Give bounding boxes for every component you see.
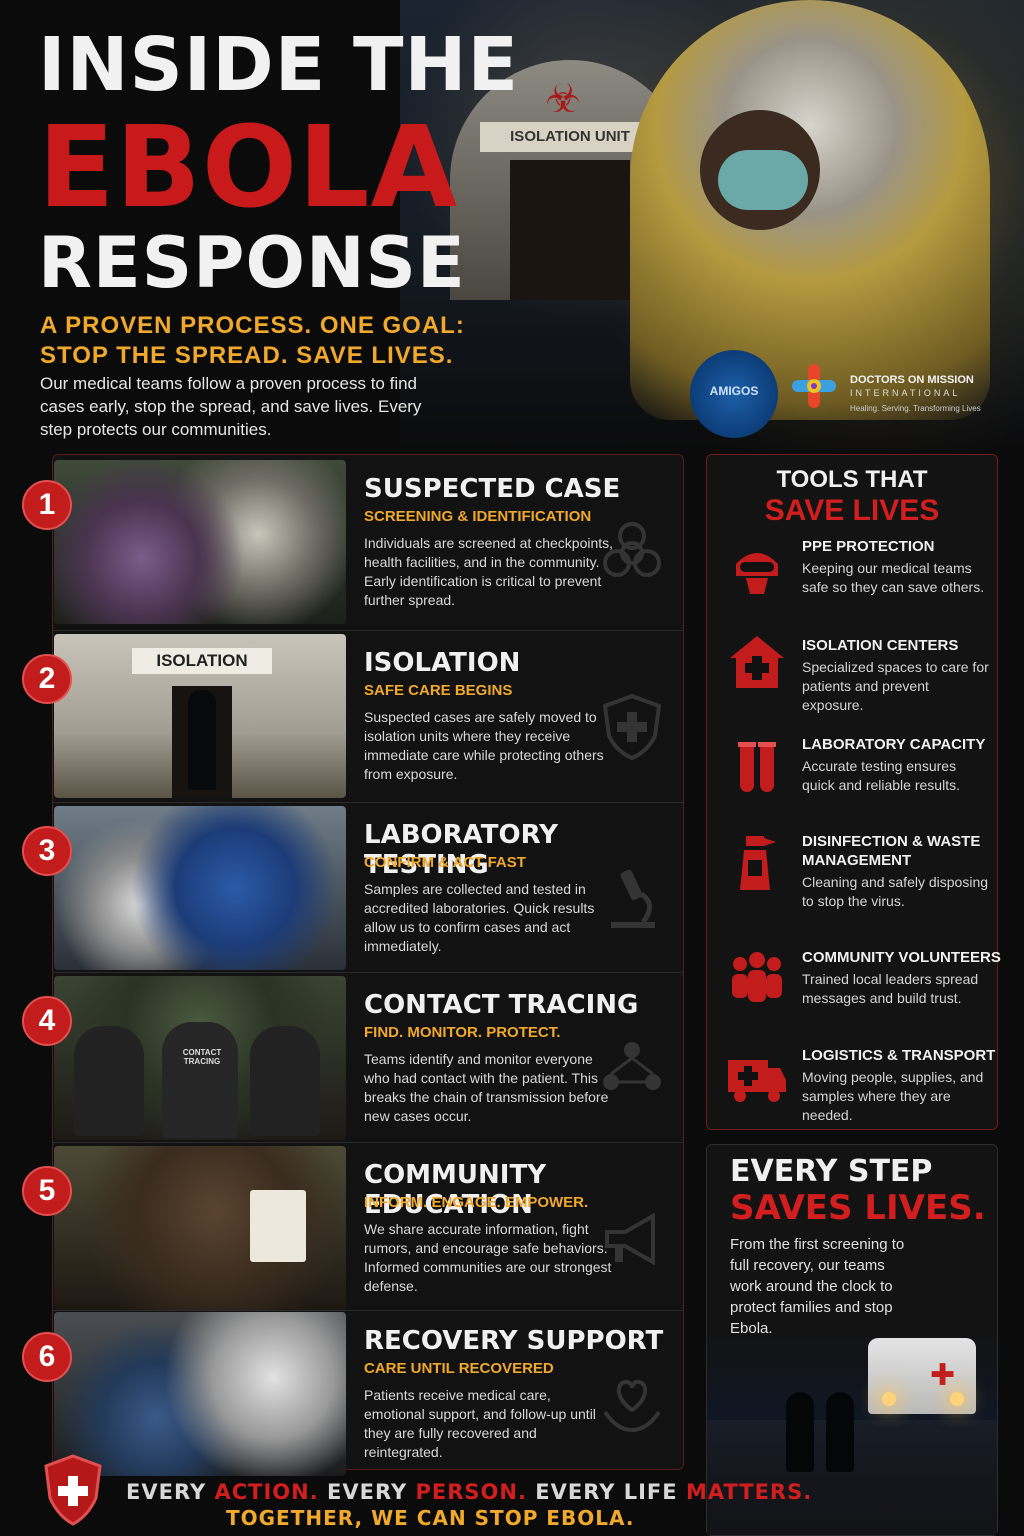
ambulance-icon <box>728 1060 786 1102</box>
dom-logo-icon <box>792 364 836 408</box>
step-photo: CONTACT TRACING <box>54 976 346 1140</box>
tool-title: COMMUNITY VOLUNTEERS <box>802 949 1001 966</box>
step-6: 6 RECOVERY SUPPORT CARE UNTIL RECOVERED … <box>22 1310 684 1478</box>
every-step-body: From the first screening to full recover… <box>730 1236 905 1337</box>
step-title: ISOLATION <box>364 648 521 678</box>
megaphone-icon <box>605 1212 655 1266</box>
health-worker <box>630 0 990 420</box>
test-tubes-icon <box>738 742 776 792</box>
ppe-icon <box>736 553 778 594</box>
step-2: ISOLATION 2 ISOLATION SAFE CARE BEGINS S… <box>22 632 684 800</box>
walker-silhouette <box>786 1392 814 1472</box>
tool-body: Specialized spaces to care for patients … <box>802 659 989 713</box>
step-photo <box>54 460 346 624</box>
step-subtitle: CARE UNTIL RECOVERED <box>364 1360 554 1377</box>
tool-title: DISINFECTION & WASTE MANAGEMENT <box>802 833 981 869</box>
step-body: Teams identify and monitor everyone who … <box>364 1051 609 1124</box>
tool-title: LOGISTICS & TRANSPORT <box>802 1047 996 1064</box>
hospital-icon <box>730 636 784 688</box>
every-step-heading-1: EVERY STEP <box>730 1154 933 1189</box>
tool-title: PPE PROTECTION <box>802 538 935 555</box>
step-photo <box>54 806 346 970</box>
step-5: 5 COMMUNITY EDUCATION INFORM. ENGAGE. EM… <box>22 1144 684 1312</box>
step-body: Samples are collected and tested in accr… <box>364 881 595 954</box>
tagline-2: STOP THE SPREAD. SAVE LIVES. <box>40 342 454 369</box>
title-line-1: INSIDE THE <box>38 22 519 108</box>
people-network-icon <box>603 1042 661 1090</box>
step-number: 2 <box>22 654 72 704</box>
tool-body: Keeping our medical teams safe so they c… <box>802 560 985 595</box>
title-line-2: EBOLA <box>38 103 459 233</box>
walker-silhouette <box>826 1392 854 1472</box>
dom-name: DOCTORS ON MISSION <box>850 374 974 386</box>
tool-title: LABORATORY CAPACITY <box>802 736 986 753</box>
dom-tagline: Healing. Serving. Transforming Lives <box>850 404 981 413</box>
footer-line-1: EVERY ACTION. EVERY PERSON. EVERY LIFE M… <box>126 1480 813 1504</box>
step-number: 3 <box>22 826 72 876</box>
spray-bottle-icon <box>740 836 776 890</box>
poster <box>250 1190 306 1262</box>
biohazard-icon: ☣ <box>545 77 581 121</box>
tool-body: Moving people, supplies, and samples whe… <box>802 1069 984 1123</box>
step-number: 4 <box>22 996 72 1046</box>
step-subtitle: SAFE CARE BEGINS <box>364 682 513 699</box>
intro-text: Our medical teams follow a proven proces… <box>40 374 422 439</box>
step-title: LABORATORY TESTING <box>364 820 558 880</box>
amigos-logo <box>690 350 778 438</box>
step-body: Individuals are screened at checkpoints,… <box>364 535 614 608</box>
step-body: Patients receive medical care, emotional… <box>364 1387 596 1460</box>
biohazard-icon <box>603 522 661 577</box>
step-4: CONTACT TRACING 4 CONTACT TRACING FIND. … <box>22 974 684 1142</box>
tagline-1: A PROVEN PROCESS. ONE GOAL: <box>40 312 465 339</box>
step-number: 5 <box>22 1166 72 1216</box>
step-subtitle: CONFIRM & ACT FAST <box>364 854 526 871</box>
step-3: 3 LABORATORY TESTING CONFIRM & ACT FAST … <box>22 804 684 972</box>
step-title: COMMUNITY EDUCATION <box>364 1160 547 1220</box>
tool-body: Cleaning and safely disposing to stop th… <box>802 874 989 909</box>
volunteers-icon <box>732 952 782 1002</box>
microscope-icon <box>611 869 655 928</box>
dom-sub: INTERNATIONAL <box>850 388 961 398</box>
step-title: CONTACT TRACING <box>364 990 639 1020</box>
step-photo: ISOLATION <box>54 634 346 798</box>
step-number: 1 <box>22 480 72 530</box>
hero-photo: ☣ ISOLATION UNIT <box>400 0 1024 450</box>
step-photo <box>54 1312 346 1476</box>
shield-cross-icon <box>602 693 662 761</box>
tools-heading-1: TOOLS THAT <box>776 466 928 493</box>
step-subtitle: SCREENING & IDENTIFICATION <box>364 508 592 525</box>
amigos-logo-text: AMIGOS <box>709 384 759 398</box>
vest-label: CONTACT TRACING <box>182 1048 222 1066</box>
tent-label: ISOLATION UNIT <box>480 122 660 152</box>
shield-cross-icon <box>44 1454 102 1526</box>
step-body: We share accurate information, fight rum… <box>364 1221 612 1294</box>
step-title: RECOVERY SUPPORT <box>364 1326 664 1356</box>
step-body: Suspected cases are safely moved to isol… <box>364 709 604 782</box>
step-subtitle: INFORM. ENGAGE. EMPOWER. <box>364 1194 589 1211</box>
tool-title: ISOLATION CENTERS <box>802 637 959 654</box>
photo-sign: ISOLATION <box>132 648 272 674</box>
heart-hands-icon <box>603 1379 661 1433</box>
step-subtitle: FIND. MONITOR. PROTECT. <box>364 1024 561 1041</box>
tool-body: Accurate testing ensures quick and relia… <box>802 758 960 793</box>
every-step-heading-2: SAVES LIVES. <box>730 1188 986 1228</box>
step-title: SUSPECTED CASE <box>364 474 621 504</box>
tools-heading-2: SAVE LIVES <box>764 494 940 527</box>
title-line-3: RESPONSE <box>38 222 466 304</box>
step-photo <box>54 1146 346 1310</box>
person-silhouette <box>188 690 216 790</box>
footer-line-2: TOGETHER, WE CAN STOP EBOLA. <box>226 1506 635 1530</box>
step-number: 6 <box>22 1332 72 1382</box>
step-1: 1 SUSPECTED CASE SCREENING & IDENTIFICAT… <box>22 458 684 626</box>
tool-body: Trained local leaders spread messages an… <box>802 971 979 1006</box>
